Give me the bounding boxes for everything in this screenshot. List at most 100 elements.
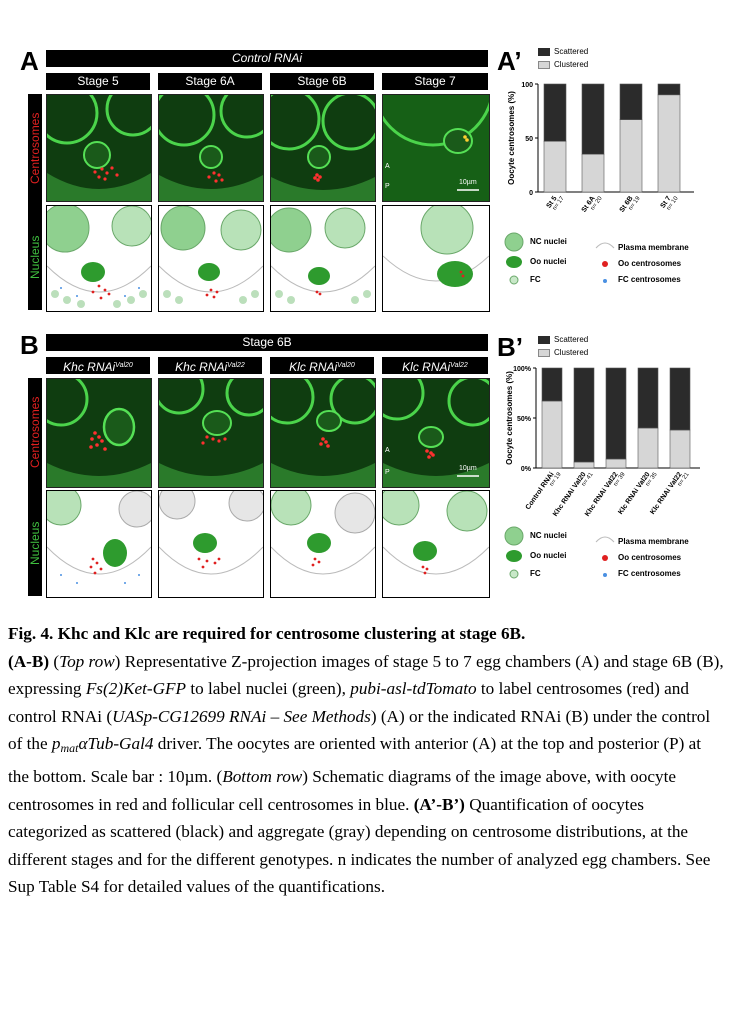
panel-a-header: Control RNAi — [46, 50, 488, 67]
caption-title: Fig. 4. Khc and Klc are required for cen… — [8, 624, 526, 643]
micrograph-stage-5 — [46, 94, 152, 202]
legend-fc-b: FC — [530, 569, 541, 578]
legend-plasma-membrane-b: Plasma membrane — [618, 537, 689, 546]
y-tick-label: 0 — [529, 190, 533, 197]
panel-letter-a: A — [20, 46, 39, 76]
bar-scattered — [619, 83, 643, 120]
y-tick-label: 100 — [521, 82, 533, 89]
stage-5-label: Stage 5 — [46, 73, 150, 90]
caption-text-1: Representative Z-projection images of st… — [8, 651, 724, 699]
y-tick-label: 0% — [521, 466, 532, 473]
legend-fc-centrosomes-a: FC centrosomes — [618, 275, 681, 284]
posterior-label-b: P — [385, 469, 390, 476]
figure-caption: Fig. 4. Khc and Klc are required for cen… — [8, 624, 724, 897]
bar-scattered — [605, 367, 627, 460]
caption-label-ab-prime: (A’-B’) — [413, 794, 465, 814]
legend-fc-a: FC — [530, 275, 541, 284]
legend-scattered-b: Scattered — [554, 335, 589, 344]
genotype-khc-val22-label: Khc RNAiVal22 — [158, 357, 262, 374]
schematic-stage-7 — [382, 205, 490, 312]
micrograph-stage-6a — [158, 94, 264, 202]
caption-label-ab: (A-B) — [8, 651, 50, 671]
bar-clustered — [669, 429, 691, 469]
caption-text-5: driver. The oocytes are oriented with an… — [8, 734, 702, 786]
legend-fc-centrosomes-b: FC centrosomes — [618, 569, 681, 578]
stage-7-label: Stage 7 — [382, 73, 488, 90]
panel-letter-b: B — [20, 330, 39, 360]
legend-plasma-membrane-a: Plasma membrane — [618, 243, 689, 252]
micrograph-khc-val22 — [158, 378, 264, 488]
genotype-khc-val20-label: Khc RNAiVal20 — [46, 357, 150, 374]
genotype-klc-val20-label: Klc RNAiVal20 — [270, 357, 374, 374]
caption-driver: pmatαTub-Gal4 — [51, 734, 154, 756]
caption-uasp: UASp-CG12699 RNAi – See Methods — [112, 706, 371, 726]
scale-bar-label-a: 10µm — [459, 179, 477, 186]
caption-pubi: pubi-asl-tdTomato — [350, 679, 477, 699]
legend-oo-centrosomes-a: Oo centrosomes — [618, 259, 682, 268]
stage-6b-label: Stage 6B — [270, 73, 374, 90]
centrosomes-row-label-b: Centrosomes — [28, 396, 42, 468]
legend-swatch-clustered-a — [538, 61, 550, 69]
schematic-klc-val22 — [382, 490, 490, 598]
caption-text-3: to label centrosomes (red) and control R… — [8, 679, 689, 726]
y-axis-label: Oocyte centrosomes (%) — [507, 91, 516, 185]
panel-a-side-bar — [28, 94, 42, 310]
caption-top-row: Top row — [59, 651, 115, 671]
nucleus-row-label-a: Nucleus — [28, 235, 42, 280]
micrograph-stage-6b — [270, 94, 376, 202]
schematic-klc-val20 — [270, 490, 376, 598]
panel-letter-b-prime: B’ — [497, 332, 523, 362]
caption-fs2: Fs(2)Ket-GFP — [85, 679, 187, 699]
legend-swatch-clustered-b — [538, 349, 550, 357]
scale-bar-label-b: 10µm — [459, 465, 477, 472]
legend-oo-nuclei-b: Oo nuclei — [530, 551, 567, 560]
caption-text-2: to label nuclei (green), — [186, 679, 351, 699]
stage-6a-label: Stage 6A — [158, 73, 262, 90]
y-axis-label: Oocyte centrosomes (%) — [505, 371, 514, 465]
legend-clustered-b: Clustered — [554, 348, 589, 357]
schematic-khc-val22 — [158, 490, 264, 598]
micrograph-klc-val22: A P 10µm — [382, 378, 490, 488]
bar-clustered — [573, 461, 595, 469]
x-tick-label: Control RNAi — [525, 471, 556, 511]
panel-b-header: Stage 6B — [46, 334, 488, 351]
legend-scattered-a: Scattered — [554, 47, 589, 56]
bar-clustered — [657, 94, 681, 193]
centrosomes-row-label-a: Centrosomes — [28, 112, 42, 184]
micrograph-klc-val20 — [270, 378, 376, 488]
legend-b: NC nuclei Oo nuclei FC Plasma membrane O… — [496, 526, 726, 586]
legend-swatch-scattered-b — [538, 336, 550, 344]
genotype-klc-val22-label: Klc RNAiVal22 — [382, 357, 488, 374]
legend-nc-nuclei-a: NC nuclei — [530, 237, 567, 246]
bar-clustered — [619, 119, 643, 193]
legend-oo-nuclei-a: Oo nuclei — [530, 257, 567, 266]
panel-b-side-bar — [28, 378, 42, 596]
schematic-stage-6b — [270, 205, 376, 312]
bar-clustered — [605, 458, 627, 469]
bar-clustered — [543, 140, 567, 193]
anterior-label-b: A — [385, 447, 390, 454]
bar-scattered — [669, 367, 691, 431]
legend-oo-centrosomes-b: Oo centrosomes — [618, 553, 682, 562]
panel-letter-a-prime: A’ — [497, 46, 522, 76]
schematic-khc-val20 — [46, 490, 152, 598]
legend-swatch-scattered-a — [538, 48, 550, 56]
bar-scattered — [573, 367, 595, 463]
bar-clustered — [581, 153, 605, 193]
legend-clustered-a: Clustered — [554, 60, 589, 69]
bar-scattered — [637, 367, 659, 429]
posterior-label-a: P — [385, 183, 390, 190]
caption-text-4: ) (A) or the indicated RNAi (B) under th… — [8, 706, 711, 754]
bar-scattered — [581, 83, 605, 155]
nucleus-row-label-b: Nucleus — [28, 521, 42, 565]
micrograph-stage-7: A P 10µm — [382, 94, 490, 202]
legend-a: NC nuclei Oo nuclei FC Plasma membrane O… — [496, 232, 726, 292]
bar-scattered — [657, 83, 681, 96]
bar-scattered — [541, 367, 563, 402]
y-tick-label: 50% — [517, 416, 532, 423]
caption-text-7: Quantification of oocytes categorized as… — [8, 794, 711, 897]
y-tick-label: 50 — [525, 136, 533, 143]
bar-scattered — [543, 83, 567, 142]
y-tick-label: 100% — [513, 366, 532, 373]
